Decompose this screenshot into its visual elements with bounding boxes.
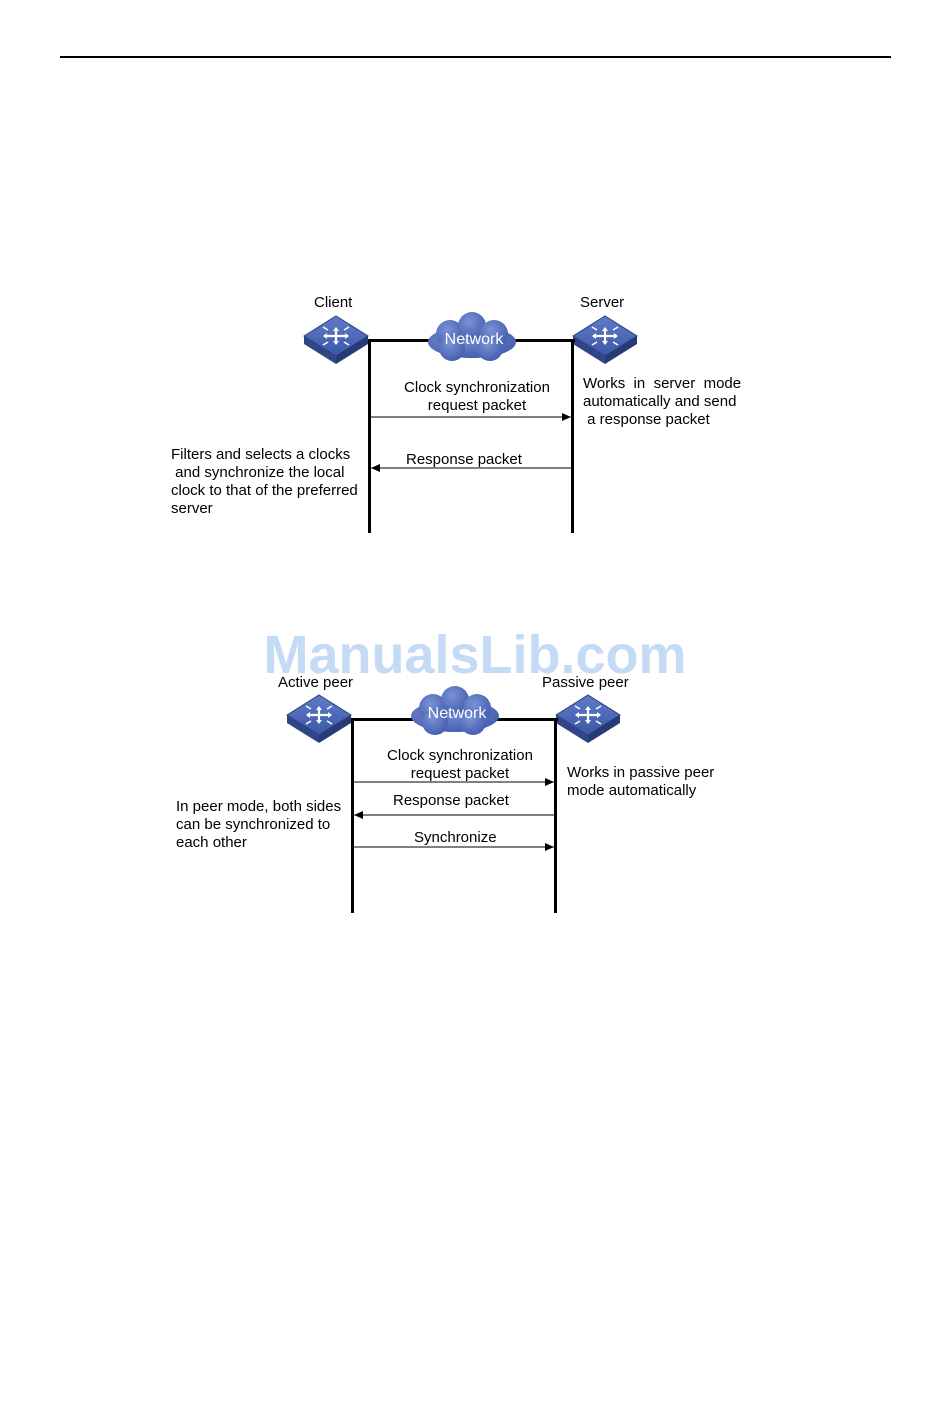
switch-icon — [285, 693, 353, 745]
switch-icon — [554, 693, 622, 745]
active-peer-label: Active peer — [278, 674, 354, 691]
active-peer-lifeline — [351, 719, 354, 913]
arrow-right-icon — [354, 778, 554, 786]
server-label: Server — [580, 294, 625, 311]
watermark: ManualsLib.com — [263, 625, 687, 685]
server-lifeline — [571, 340, 574, 533]
arrow-right-icon — [371, 413, 571, 421]
synchronize-message-label: Synchronize — [414, 829, 497, 846]
client-note: Filters and selects a clocks and synchro… — [171, 446, 358, 517]
active-peer-note: In peer mode, both sides can be synchron… — [176, 798, 342, 851]
request-message-label: Clock synchronization request packet — [404, 379, 550, 414]
passive-peer-lifeline — [554, 719, 557, 913]
switch-icon — [302, 314, 370, 366]
header-rule — [60, 56, 891, 58]
client-label: Client — [314, 294, 353, 311]
response-message-label: Response packet — [406, 451, 522, 468]
passive-peer-label: Passive peer — [542, 674, 629, 691]
network-label: Network — [444, 331, 504, 348]
switch-icon — [571, 314, 639, 366]
passive-peer-note: Works in passive peer mode automatically — [567, 764, 715, 799]
client-lifeline — [368, 340, 371, 533]
network-label: Network — [427, 705, 487, 722]
arrow-right-icon — [354, 843, 554, 851]
arrow-left-icon — [354, 811, 554, 819]
server-note: Works in server mode automatically and s… — [583, 375, 742, 428]
request-message-label: Clock synchronization request packet — [387, 747, 533, 782]
response-message-label: Response packet — [393, 792, 509, 809]
arrow-left-icon — [371, 464, 571, 472]
